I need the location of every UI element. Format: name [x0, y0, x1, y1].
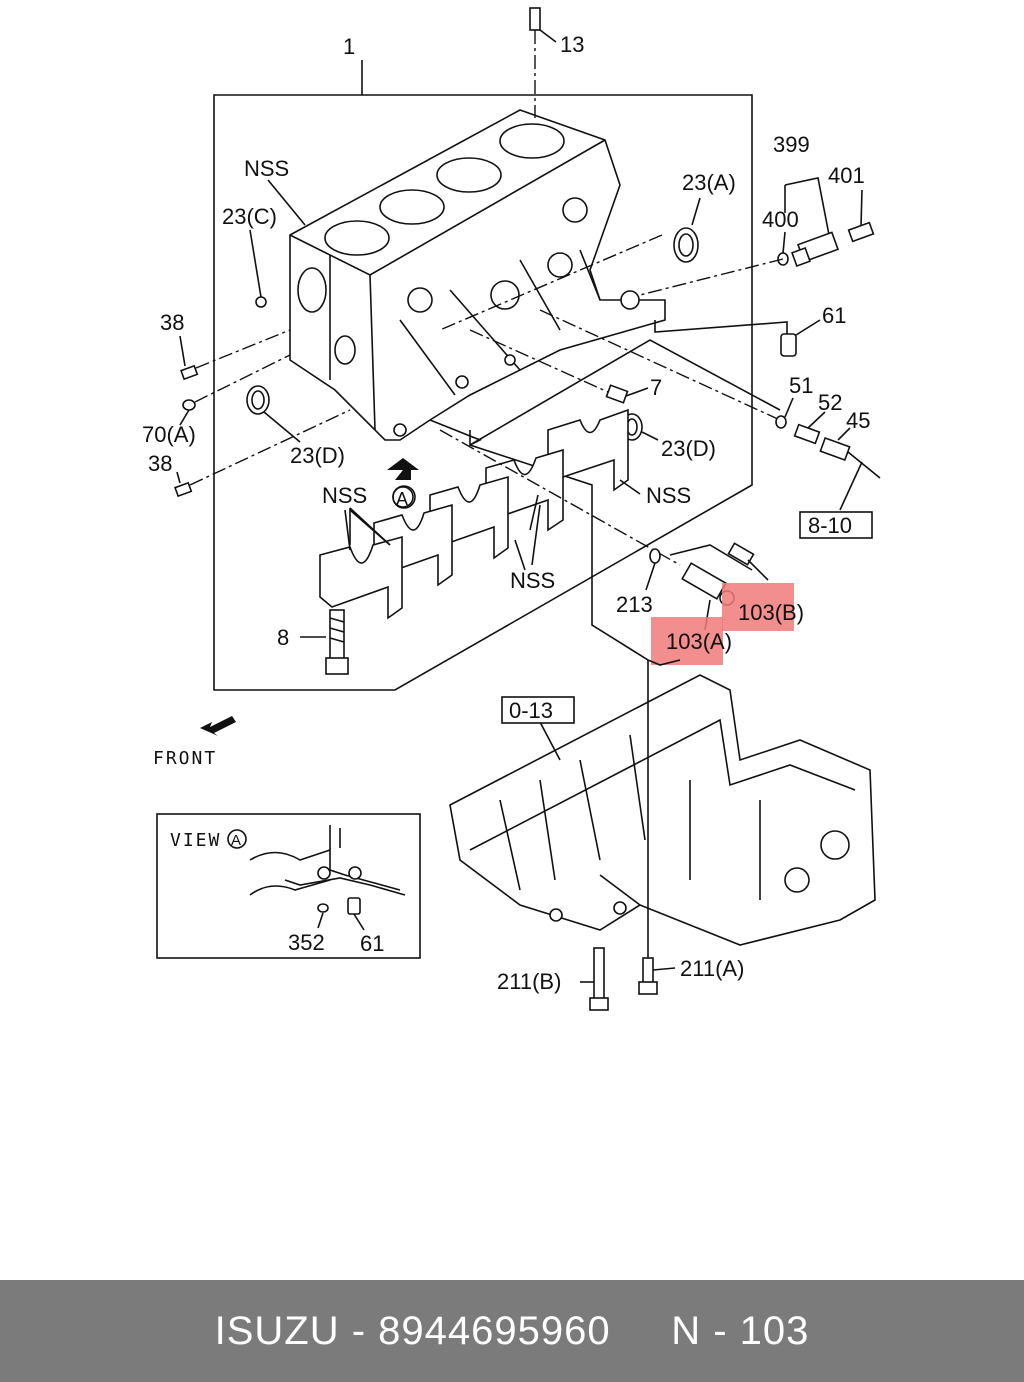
leader-nss4: [531, 504, 541, 566]
pin-38-upper: [179, 329, 291, 381]
guide-line-2: [469, 430, 649, 661]
label-211a: 211(A): [680, 956, 744, 981]
axis-213: [439, 429, 681, 566]
axis-51: [539, 309, 781, 421]
label-front: FRONT: [153, 748, 217, 769]
label-nss-caps-left: NSS: [322, 483, 367, 508]
block-group-outline: [213, 94, 753, 691]
label-7: 7: [650, 375, 662, 400]
plug-23c: [249, 229, 267, 308]
leader-0-13: [539, 721, 561, 761]
footer-ref-number: 103: [739, 1308, 810, 1353]
leader-nss2: [349, 507, 391, 546]
bolt-211b: [580, 947, 609, 1011]
label-45: 45: [846, 408, 870, 433]
label-8: 8: [277, 625, 289, 650]
label-1: 1: [343, 34, 355, 59]
axis-23a: [439, 234, 663, 331]
view-a-detail: [249, 825, 406, 931]
leader-nss1: [267, 179, 306, 226]
label-23d-right: 23(D): [661, 436, 716, 461]
view-arrow: [387, 458, 419, 480]
label-8-10: 8-10: [808, 513, 852, 538]
seal-23a: [673, 197, 701, 263]
sensor-399: [791, 231, 840, 267]
label-400: 400: [762, 207, 799, 232]
pin-61: [780, 319, 821, 357]
label-61-top: 61: [822, 303, 846, 328]
bolt-8: [300, 609, 349, 675]
label-0-13: 0-13: [509, 698, 553, 723]
leader-nss3: [619, 479, 641, 495]
footer-brand: ISUZU: [214, 1308, 340, 1353]
label-nss-caps-bottom: NSS: [510, 568, 555, 593]
ref-box-8-10: [799, 511, 873, 539]
axis-400: [639, 258, 784, 296]
guide-line-3: [669, 544, 753, 571]
label-401: 401: [828, 163, 865, 188]
lower-crankcase: [449, 674, 876, 946]
front-arrow-icon: [200, 716, 236, 736]
leader-61: [654, 320, 788, 334]
view-a-inset: [156, 813, 421, 959]
label-nss-top: NSS: [244, 156, 289, 181]
label-38-upper: 38: [160, 310, 184, 335]
leader-103a: [647, 659, 681, 666]
footer-space-1: [366, 1309, 378, 1354]
label-view: VIEW: [170, 830, 221, 851]
label-103a: 103(A): [666, 629, 732, 654]
view-label-circle: [227, 829, 247, 849]
bolt-7: [605, 384, 649, 404]
label-nss-caps-right: NSS: [646, 483, 691, 508]
bolt-211a: [638, 957, 676, 995]
washer-213: [645, 548, 661, 591]
label-23a: 23(A): [682, 170, 736, 195]
label-211b: 211(B): [497, 969, 561, 994]
switch-45: [819, 427, 881, 479]
engine-block-parts-diagram: 1 13 NSS 23(C) 23(A) 399 401 400 61 38 7…: [142, 7, 881, 1011]
dowel-13: [529, 7, 541, 31]
axis-7: [469, 329, 609, 393]
label-213: 213: [616, 592, 653, 617]
bolt-401: [847, 189, 875, 243]
footer-separator-1: [340, 1309, 352, 1354]
label-51: 51: [789, 373, 813, 398]
footer-gap: [611, 1309, 672, 1354]
label-view-a-marker: A: [396, 489, 408, 509]
footer-space-2: [701, 1309, 713, 1354]
footer-separator: -: [351, 1308, 367, 1353]
leader-8-10: [839, 461, 863, 511]
footer-ref-label: N: [671, 1308, 702, 1353]
bearing-caps: [319, 408, 629, 620]
label-103b: 103(B): [738, 600, 804, 625]
footer-ref-separator: -: [713, 1308, 728, 1353]
footer-part-number: 8944695960: [378, 1308, 611, 1353]
part-info-footer: ISUZU - 8944695960 N - 103: [0, 1280, 1024, 1382]
label-23d-left: 23(D): [290, 443, 345, 468]
label-38-lower: 38: [148, 451, 172, 476]
label-70a: 70(A): [142, 422, 196, 447]
label-23c: 23(C): [222, 204, 277, 229]
seal-23d-left: [246, 385, 301, 443]
cylinder-block: [289, 109, 666, 441]
footer-space-3: [728, 1309, 740, 1354]
label-view-circle: A: [231, 832, 241, 849]
label-52: 52: [818, 390, 842, 415]
label-13: 13: [560, 32, 584, 57]
pin-38-lower: [174, 409, 351, 498]
ref-box-0-13: [501, 696, 575, 724]
washer-51: [775, 397, 794, 429]
plug-103b: [727, 542, 769, 581]
highlight-103b: [722, 583, 794, 631]
label-61-inset: 61: [360, 931, 384, 956]
highlight-103a: [651, 617, 723, 665]
view-a-marker-circle: [392, 485, 416, 509]
label-352: 352: [288, 930, 325, 955]
adapter-52: [793, 411, 826, 445]
leader-13: [539, 29, 557, 43]
bracket-399: [784, 177, 831, 241]
pin-70a: [179, 354, 291, 426]
label-399: 399: [773, 132, 810, 157]
